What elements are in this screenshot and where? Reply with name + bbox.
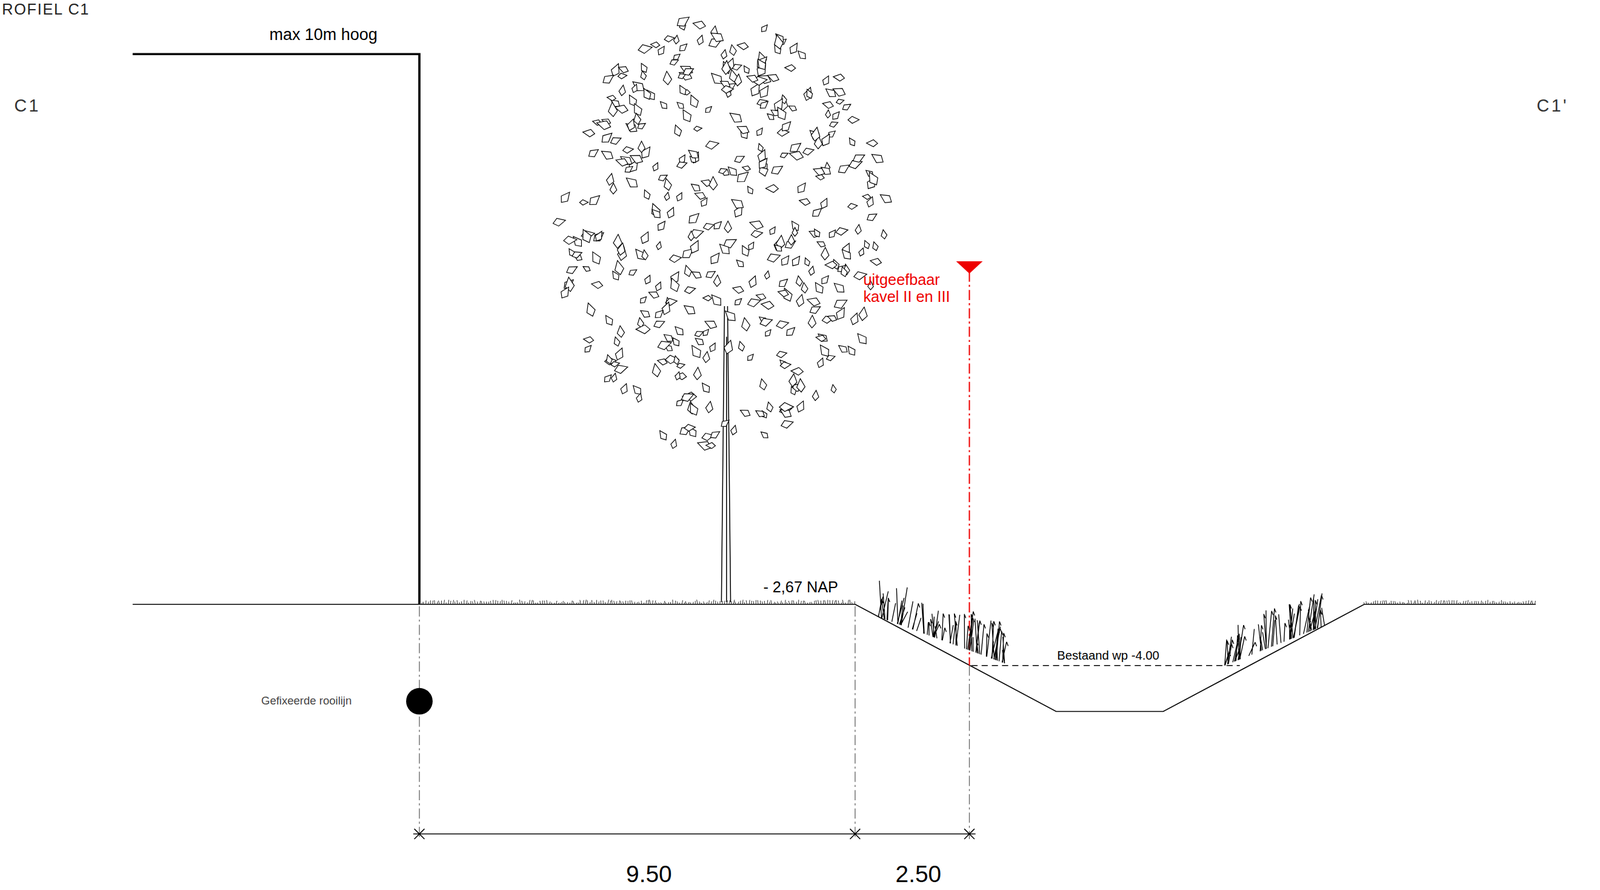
axis-line: [969, 665, 970, 839]
section-marker: C1': [1536, 95, 1569, 116]
building-line-label: Gefixeerde rooilijn: [261, 693, 352, 707]
section-marker: C1: [14, 95, 41, 116]
building-line-dot: [406, 687, 433, 715]
tree-crown: [552, 13, 894, 453]
plot-label: uitgeefbaar kavel II en III: [863, 270, 965, 306]
dimension-tick: [414, 828, 975, 839]
plot-marker: [956, 261, 984, 274]
axis-line: [418, 606, 420, 839]
building-outline: [132, 53, 420, 604]
reed-vegetation: [878, 580, 1325, 666]
ground-line: [132, 604, 1536, 712]
axis-line: [854, 606, 856, 839]
dimension-line: [413, 833, 976, 835]
height-note: max 10m hoog: [269, 25, 377, 45]
level-label: - 2,67 NAP: [763, 577, 839, 596]
water-level-label: Bestaand wp -4.00: [1056, 649, 1159, 664]
profile-title: ROFIEL C1: [1, 0, 90, 18]
grass-texture: [421, 599, 1536, 605]
water-level: [971, 664, 1240, 667]
plot-boundary: [968, 271, 970, 666]
dimension-value: 9.50: [626, 860, 672, 888]
dimension-value: 2.50: [895, 860, 942, 888]
